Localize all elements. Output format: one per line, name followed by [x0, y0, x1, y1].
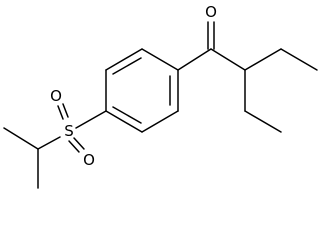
sulfonyl-isopropyl-group [3, 103, 107, 189]
sulfonyl-oxygen-bottom-label: O [83, 151, 95, 169]
sulfur-oxygen-top-bond-a [57, 105, 64, 120]
ring-to-carbonyl-bond [177, 48, 212, 71]
ch-to-ethyl-a-bond [244, 48, 282, 71]
ring-to-sulfur-bond [75, 110, 107, 129]
ethyl-b-terminal-bond [244, 110, 282, 133]
ketone-chain [177, 21, 318, 133]
ring-bond-2 [105, 48, 143, 71]
ring-bond-1 [141, 48, 179, 71]
chemical-structure-diagram: O S O O [3, 3, 318, 189]
ring-inner-double-1 [112, 57, 142, 75]
ethyl-a-terminal-bond [280, 48, 318, 71]
ring-inner-double-2 [112, 106, 142, 124]
sulfur-oxygen-bottom-bond-b [73, 137, 85, 150]
ring-bond-4 [105, 110, 143, 133]
sulfur-oxygen-top-bond-b [62, 103, 69, 118]
sulfur-label: S [64, 122, 74, 140]
isopropyl-methyl-left-bond [3, 127, 39, 150]
sulfur-to-ch-bond [37, 136, 61, 150]
carbonyl-to-ch-bond [210, 48, 246, 71]
sulfur-oxygen-bottom-bond-a [68, 140, 80, 153]
ring-bond-5 [141, 110, 179, 133]
sulfonyl-oxygen-top-label: O [50, 87, 62, 105]
benzene-ring [105, 48, 179, 133]
carbonyl-oxygen-label: O [205, 3, 217, 21]
atom-labels: O S O O [50, 3, 217, 169]
